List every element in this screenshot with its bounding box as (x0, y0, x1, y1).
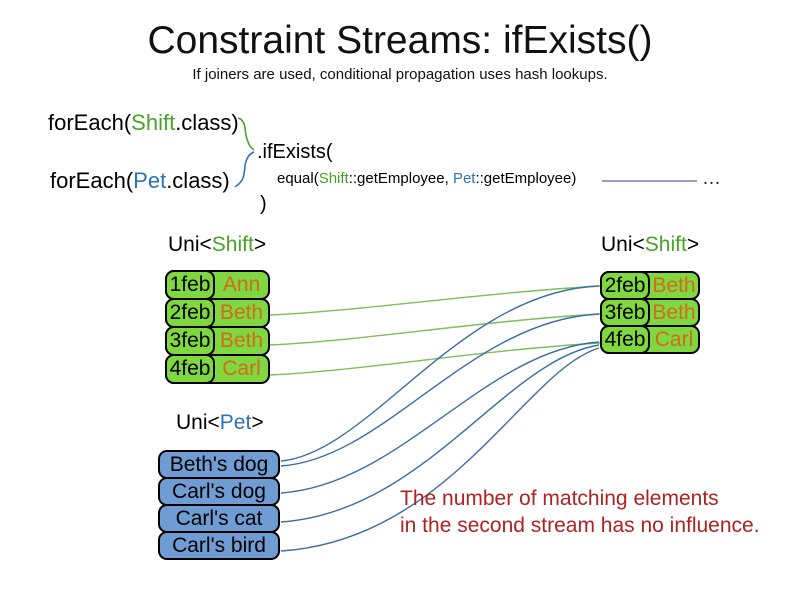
note-text: The number of matching elements in the s… (400, 485, 760, 539)
connector-3feb-to-3feb (269, 313, 601, 346)
shift-name-cell: Ann (222, 273, 261, 296)
shift-row-4feb-carl: 4feb Carl (165, 354, 270, 384)
label-text: Uni< (176, 411, 220, 434)
code-ifexists: .ifExists( (257, 141, 333, 163)
shift-row-3feb-beth: 3feb Beth (165, 326, 270, 356)
pet-class-token: Pet (452, 170, 476, 187)
connector-4feb-to-4feb (269, 342, 601, 376)
label-text: > (251, 411, 264, 434)
label-text: Uni< (601, 233, 645, 256)
shift-name-cell: Carl (222, 357, 261, 380)
brace-top-green (237, 117, 255, 151)
code-foreach-pet: forEach(Pet.class) (50, 168, 230, 194)
pet-type-token: Pet (219, 411, 252, 434)
note-line-1: The number of matching elements (400, 487, 719, 510)
code-text: ::getEmployee, (348, 170, 453, 187)
label-text: > (253, 233, 267, 256)
pet-class-token: Pet (133, 168, 167, 193)
code-text: forEach( (48, 110, 132, 135)
shift-date-cell: 1feb (165, 270, 215, 300)
shift-row-3feb-beth: 3feb Beth (600, 298, 700, 327)
label-text: > (686, 233, 700, 256)
shift-date-cell: 3feb (600, 298, 650, 327)
pet-row-carls-dog: Carl's dog (158, 477, 280, 506)
code-text: equal( (277, 170, 319, 187)
page-title: Constraint Streams: ifExists() (147, 19, 653, 62)
connector-2feb-to-2feb (269, 285, 601, 316)
shift-date-cell: 2feb (165, 298, 215, 328)
pet-row-beths-dog: Beth's dog (158, 450, 280, 479)
code-text: ::getEmployee) (475, 170, 577, 187)
shift-row-1feb-ann: 1feb Ann (165, 270, 270, 300)
shift-name-cell: Beth (219, 301, 264, 324)
code-close-paren: ) (260, 193, 267, 215)
code-ellipsis: … (702, 168, 722, 189)
uni-pet-label: Uni<Pet> (176, 411, 264, 435)
code-foreach-shift: forEach(Shift.class) (48, 110, 239, 136)
label-text: Uni< (168, 233, 212, 256)
shift-date-cell: 2feb (600, 271, 650, 300)
left-shift-table: 1feb Ann 2feb Beth 3feb Beth 4feb Carl (165, 270, 270, 384)
shift-name-cell: Beth (652, 300, 696, 324)
shift-type-token: Shift (211, 233, 254, 256)
shift-row-2feb-beth: 2feb Beth (600, 271, 700, 300)
shift-class-token: Shift (131, 110, 176, 135)
shift-date-cell: 3feb (165, 326, 215, 356)
shift-name-cell: Beth (652, 273, 696, 297)
code-equal-joiner: equal(Shift::getEmployee, Pet::getEmploy… (277, 170, 576, 187)
connector-carls-dog-to-4feb (280, 341, 600, 494)
shift-type-token: Shift (644, 233, 687, 256)
shift-row-4feb-carl: 4feb Carl (600, 325, 700, 354)
connector-beths-dog-to-2feb (280, 285, 600, 462)
pet-row-carls-bird: Carl's bird (158, 531, 280, 560)
pet-table: Beth's dog Carl's dog Carl's cat Carl's … (158, 450, 280, 560)
connector-beths-dog-to-3feb (280, 313, 600, 467)
page-subtitle: If joiners are used, conditional propaga… (192, 66, 608, 83)
shift-class-token: Shift (318, 170, 349, 187)
shift-name-cell: Carl (654, 327, 694, 351)
uni-shift-left-label: Uni<Shift> (168, 233, 266, 257)
right-shift-table: 2feb Beth 3feb Beth 4feb Carl (600, 271, 700, 354)
shift-name-cell: Beth (219, 329, 264, 352)
pet-row-carls-cat: Carl's cat (158, 504, 280, 533)
code-text: .class) (166, 168, 230, 193)
shift-date-cell: 4feb (600, 325, 650, 354)
shift-row-2feb-beth: 2feb Beth (165, 298, 270, 328)
brace-bottom-blue (234, 151, 255, 188)
code-text: .class) (175, 110, 239, 135)
uni-shift-right-label: Uni<Shift> (601, 233, 699, 257)
shift-date-cell: 4feb (165, 354, 215, 384)
note-line-2: in the second stream has no influence. (400, 514, 760, 537)
code-text: forEach( (50, 168, 134, 193)
